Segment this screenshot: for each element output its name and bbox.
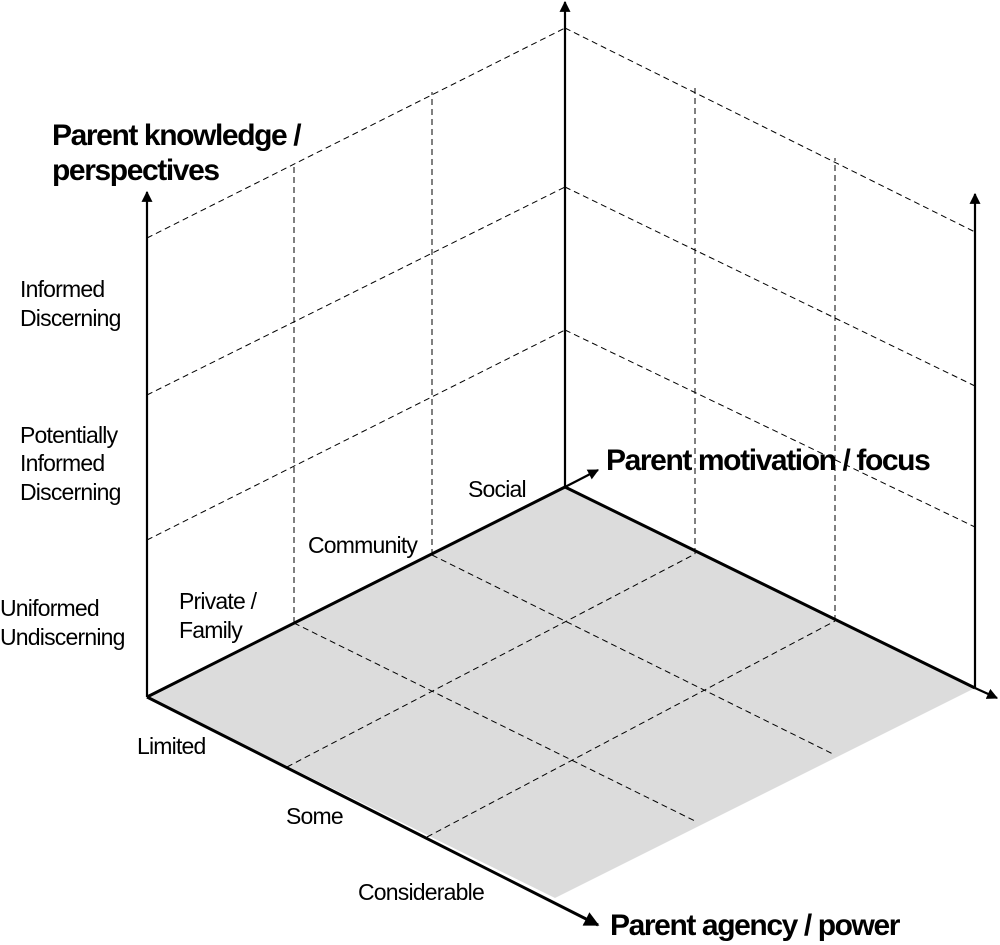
agency-level-limited: Limited (137, 733, 206, 759)
agency-level-some: Some (286, 803, 343, 829)
agency-axis (146, 695, 600, 927)
level-label-line: Discerning (20, 305, 121, 331)
knowledge-axis-title: Parent knowledge / perspectives (52, 119, 307, 187)
knowledge-level-uninformed: Uniformed Undiscerning (0, 595, 125, 650)
floor-right-edge-extension (974, 686, 999, 700)
knowledge-level-potentially-informed: Potentially Informed Discerning (20, 422, 123, 505)
level-label-line: Discerning (20, 479, 121, 505)
motivation-level-private-family: Private / Family (179, 588, 262, 643)
motivation-level-community: Community (308, 532, 418, 558)
motivation-axis-title: Parent motivation / focus (606, 444, 930, 477)
motivation-level-social: Social (468, 476, 526, 502)
level-label-line: Informed (20, 450, 104, 476)
agency-axis-title: Parent agency / power (610, 909, 901, 942)
motivation-axis (146, 485, 566, 699)
right-wall-grid (564, 27, 976, 621)
motivation-axis-extension (564, 469, 599, 488)
axes (141, 0, 999, 927)
floor-plane (147, 487, 975, 898)
level-label-line: Informed (20, 276, 104, 302)
knowledge-axis-title-line: perspectives (52, 154, 219, 187)
knowledge-axis-title-line: Parent knowledge / (52, 119, 302, 152)
level-label-line: Potentially (20, 422, 119, 448)
agency-level-considerable: Considerable (358, 879, 484, 905)
level-label-line: Family (179, 617, 243, 643)
left-wall-grid (146, 27, 566, 623)
knowledge-level-informed: Informed Discerning (20, 276, 121, 331)
level-label-line: Uniformed (0, 595, 99, 621)
floor-front-edge (564, 485, 976, 690)
level-label-line: Undiscerning (0, 624, 125, 650)
floor-grid (286, 553, 836, 838)
level-label-line: Private / (179, 588, 258, 614)
